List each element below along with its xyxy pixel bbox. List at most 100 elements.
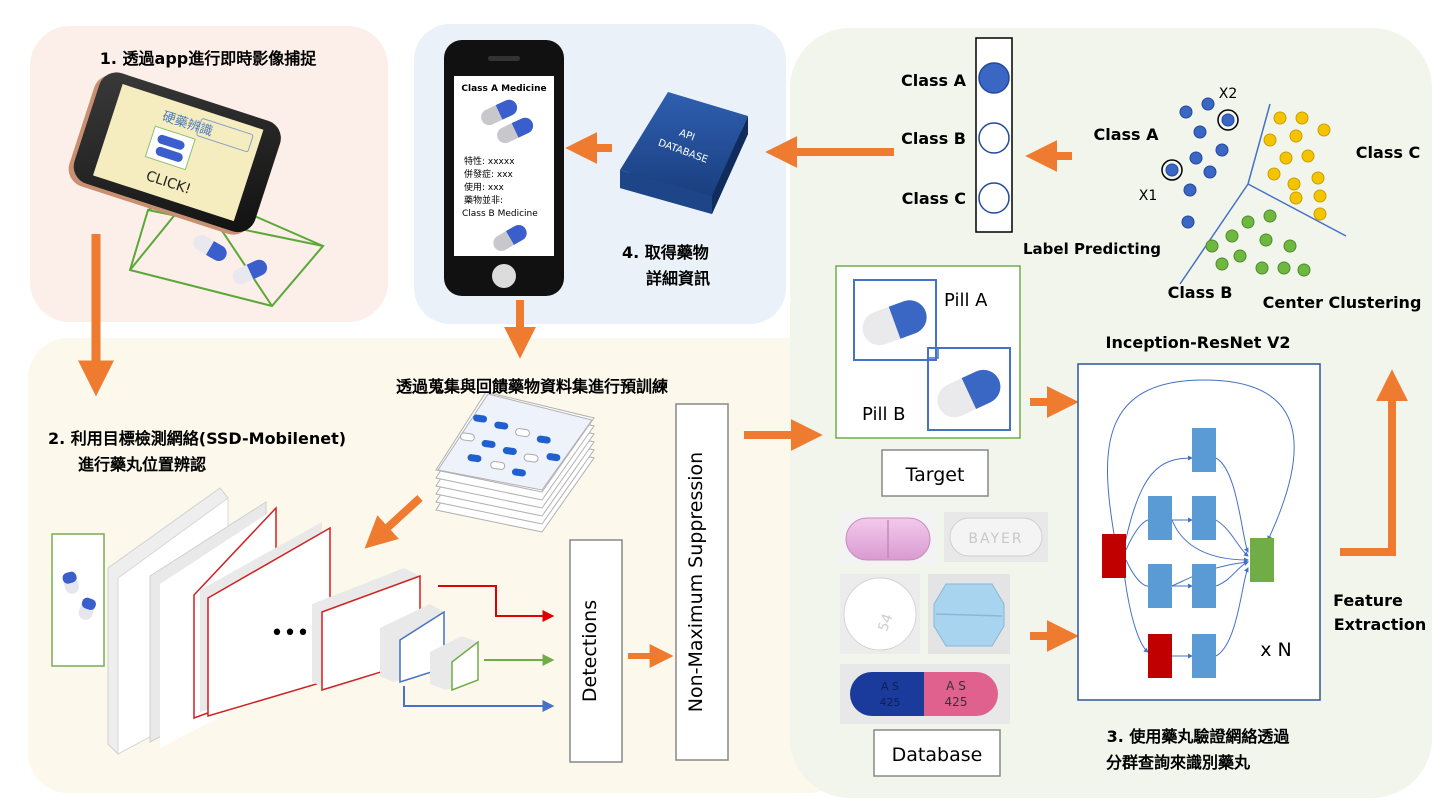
info-phone-title: Class A Medicine xyxy=(461,84,546,94)
cluster-x2-label: X2 xyxy=(1219,86,1238,102)
cluster-b-point xyxy=(1205,239,1219,253)
step2-label-line1: 2. 利用目標檢測網絡(SSD-Mobilenet) xyxy=(48,429,346,448)
cluster-x1-marker xyxy=(1161,159,1183,181)
target-panel: Pill A Pill B xyxy=(835,265,1021,439)
cluster-a-point xyxy=(1189,151,1203,165)
label-predicting-caption: Label Predicting xyxy=(1023,240,1161,258)
cluster-a-point xyxy=(1203,165,1217,179)
cluster-b-point xyxy=(1263,209,1277,223)
target-pill-a: Pill A xyxy=(944,290,988,311)
cluster-a-point xyxy=(1221,113,1235,127)
ssd-feature-maps: ••• xyxy=(107,487,479,755)
nms-box xyxy=(675,403,729,761)
db-capsule-imprint2-left: 425 xyxy=(880,696,901,709)
cluster-c-point xyxy=(1273,111,1287,125)
detections-box xyxy=(569,539,623,763)
cluster-a-point xyxy=(1201,97,1215,111)
cluster-b-point xyxy=(1215,257,1229,271)
target-caption-box xyxy=(881,449,989,497)
cluster-c-point xyxy=(1289,129,1303,143)
inception-repeat: x N xyxy=(1260,639,1292,661)
label-circle-c xyxy=(978,182,1010,214)
target-pill-b: Pill B xyxy=(862,404,906,425)
cluster-b-point xyxy=(1283,239,1297,253)
label-class-c: Class C xyxy=(902,189,966,208)
cluster-b-point xyxy=(1259,233,1273,247)
info-phone-line4: 藥物並非: xyxy=(464,194,503,206)
pretrain-label: 透過蒐集與回饋藥物資料集進行預訓練 xyxy=(396,377,668,396)
step1-label: 1. 透過app進行即時影像捕捉 xyxy=(100,49,317,68)
ssd-ellipsis: ••• xyxy=(271,621,310,646)
capture-phone: 硬藥辨識 CLICK! xyxy=(68,72,325,308)
label-circle-b xyxy=(978,122,1010,154)
inception-block xyxy=(1077,363,1321,701)
cluster-b-point xyxy=(1277,261,1291,275)
info-phone-line2: 併發症: xxx xyxy=(464,168,514,180)
cluster-x1-label: X1 xyxy=(1139,188,1158,204)
cluster-c-point xyxy=(1295,111,1309,125)
cluster-a-point xyxy=(1215,143,1229,157)
cluster-a-point xyxy=(1181,215,1195,229)
api-label-line1: API xyxy=(678,128,697,144)
db-capsule-imprint1-right: A S xyxy=(946,679,966,693)
cluster-b-point xyxy=(1241,215,1255,229)
db-capsule-imprint1-left: A S xyxy=(881,680,899,693)
detection-arrow-red xyxy=(438,585,555,622)
cluster-c-point xyxy=(1313,207,1327,221)
db-round-imprint: 54 xyxy=(875,611,896,633)
info-phone: Class A Medicine 特性: xxxxx 併發症: xxx 使用: … xyxy=(444,40,564,296)
arrow-feature-extraction xyxy=(1340,369,1408,556)
info-phone-line3: 使用: xxx xyxy=(464,181,505,193)
cluster-c-point xyxy=(1289,191,1303,205)
cluster-c-point xyxy=(1287,177,1301,191)
feature-label-line2: Extraction xyxy=(1334,615,1427,634)
db-bayer-imprint: BAYER xyxy=(968,531,1023,547)
label-circle-a xyxy=(978,62,1010,94)
cluster-plot xyxy=(1179,103,1347,285)
cluster-c-points xyxy=(1263,111,1331,221)
info-phone-line1: 特性: xxxxx xyxy=(464,155,515,167)
inception-title: Inception-ResNet V2 xyxy=(1106,333,1291,352)
cluster-class-b: Class B xyxy=(1168,283,1233,302)
cluster-c-point xyxy=(1311,171,1325,185)
cluster-x2-marker xyxy=(1217,109,1239,131)
label-class-a: Class A xyxy=(901,71,967,90)
cluster-b-point xyxy=(1233,249,1247,263)
target-caption: Target xyxy=(905,464,965,486)
cluster-c-point xyxy=(1263,133,1277,147)
database-caption-box xyxy=(873,729,1001,777)
cluster-a-point xyxy=(1193,125,1207,139)
cluster-c-point xyxy=(1317,123,1331,137)
cluster-b-points xyxy=(1205,209,1311,277)
dataset-stack xyxy=(435,391,595,533)
cluster-a-point xyxy=(1183,183,1197,197)
input-image xyxy=(51,533,105,667)
cluster-b-point xyxy=(1297,263,1311,277)
info-phone-line5: Class B Medicine xyxy=(462,209,538,219)
cluster-c-point xyxy=(1301,149,1315,163)
cluster-class-a: Class A xyxy=(1093,125,1159,144)
database-images: BAYER 54 A S 425 A S 425 xyxy=(840,512,1048,724)
step3-label-line2: 分群查詢來識別藥丸 xyxy=(1106,753,1251,772)
detections-label: Detections xyxy=(579,600,601,702)
db-capsule-imprint2-right: 425 xyxy=(945,695,968,709)
cluster-b-point xyxy=(1255,261,1269,275)
step4-label-line2: 詳細資訊 xyxy=(646,269,710,288)
cluster-a-points xyxy=(1165,97,1235,229)
step2-label-line2: 進行藥丸位置辨認 xyxy=(78,455,206,474)
step4-label-line1: 4. 取得藥物 xyxy=(622,243,709,262)
detection-arrow-blue xyxy=(403,686,555,712)
cluster-caption: Center Clustering xyxy=(1263,293,1422,312)
step3-label-line1: 3. 使用藥丸驗證網絡透過 xyxy=(1107,727,1291,746)
cluster-class-c: Class C xyxy=(1356,143,1420,162)
cluster-c-point xyxy=(1313,189,1327,203)
cluster-a-point xyxy=(1179,105,1193,119)
label-class-b: Class B xyxy=(901,129,966,148)
feature-label-line1: Feature xyxy=(1333,591,1403,610)
nms-label: Non-Maximum Suppression xyxy=(685,452,707,712)
cluster-a-point xyxy=(1165,163,1179,177)
api-database-box: API DATABASE xyxy=(620,92,748,214)
cluster-b-point xyxy=(1225,229,1239,243)
database-caption: Database xyxy=(892,744,983,766)
